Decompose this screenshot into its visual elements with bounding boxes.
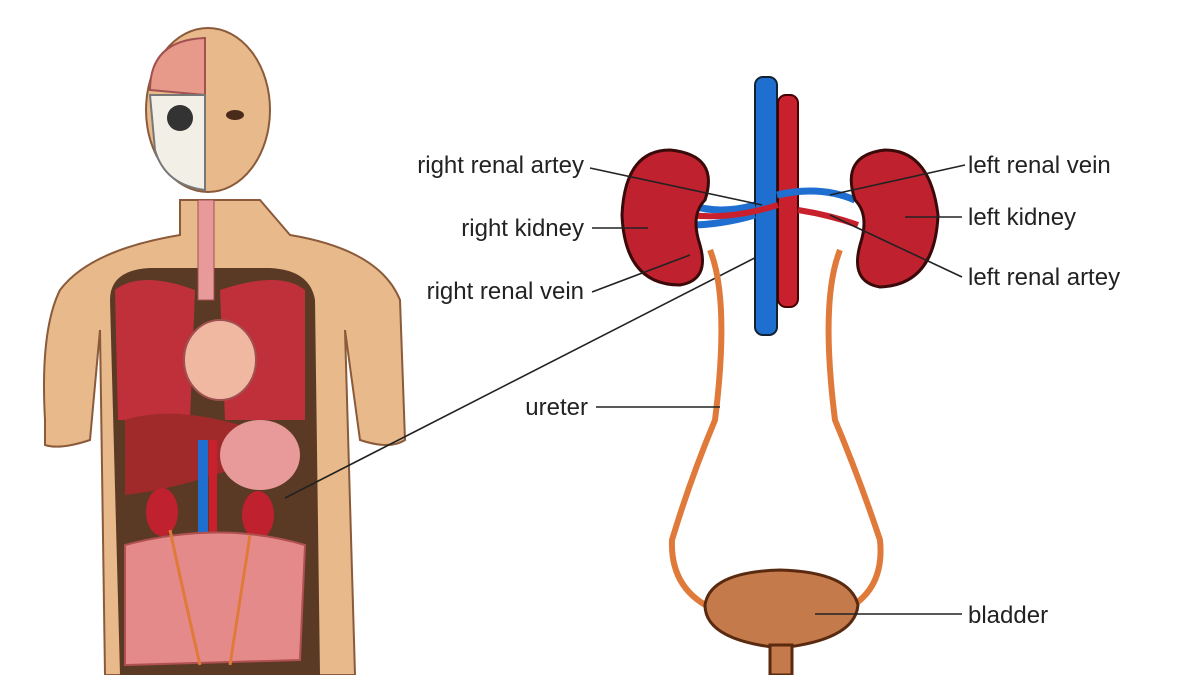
body-ureters [168,529,252,666]
left-renal-vein-vessel [776,187,857,204]
heart [183,319,257,401]
brain [148,36,206,97]
leader-left-renal-vein [829,164,966,196]
left-renal-artery-vessel [797,207,860,228]
intestines [124,531,307,667]
label-left-kidney: left kidney [968,204,1076,231]
skull-eye [167,105,193,131]
human-body-figure [43,27,407,675]
urethra [768,643,794,675]
urinary-system-detail [620,76,940,675]
leader-right-renal-artery [589,167,763,206]
label-ureter: ureter [525,394,588,421]
left-ureter [825,248,884,613]
right-lung [115,280,195,420]
bladder [703,568,860,650]
label-left-renal-artery: left renal artey [968,264,1120,291]
trachea [197,199,215,301]
body-aorta [209,440,217,550]
label-bladder: bladder [968,602,1048,629]
body-left-kidney [242,491,274,539]
label-right-renal-artery: right renal artey [417,152,584,179]
leader-left-renal-artery [829,214,963,278]
body-vena-cava [198,440,208,555]
right-ureter [668,248,725,613]
leader-right-renal-vein [591,254,691,293]
face-eye [226,110,244,120]
right-kidney [620,148,710,287]
aorta [777,94,799,308]
label-right-kidney: right kidney [461,215,584,242]
label-left-renal-vein: left renal vein [968,152,1111,179]
label-right-renal-vein: right renal vein [427,278,584,305]
zoom-pointer-line [284,244,781,499]
stomach [220,420,300,490]
left-kidney [849,148,940,289]
body-right-kidney [146,488,178,536]
